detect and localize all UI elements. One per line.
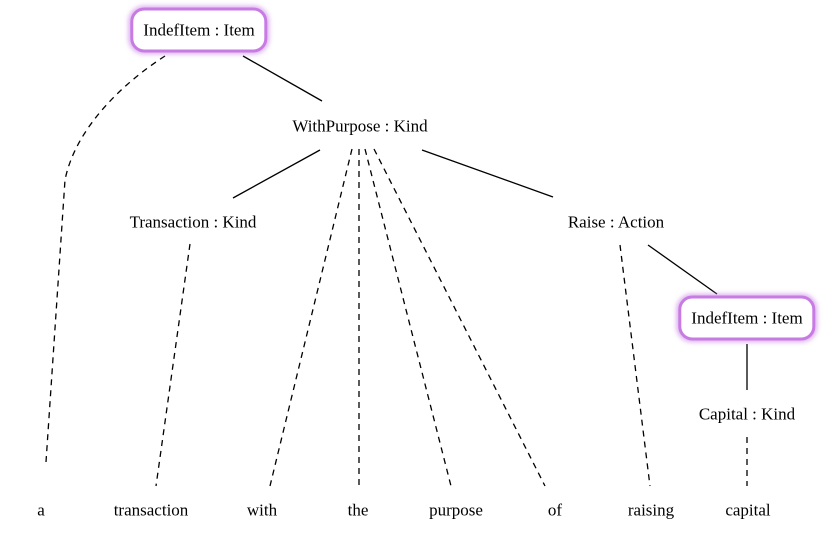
edge-withpurpose-transaction (232, 149, 321, 199)
edge-withpurpose-word-purpose (364, 148, 452, 487)
word-the: the (347, 500, 369, 520)
edge-root-word-a (45, 55, 166, 463)
node-transaction: Transaction : Kind (129, 212, 257, 232)
edge-raise-word-raising (619, 244, 651, 487)
word-of: of (547, 500, 563, 520)
edge-withpurpose-word-of (373, 148, 546, 487)
word-purpose: purpose (429, 500, 483, 520)
edge-withpurpose-word-with (269, 148, 353, 487)
node-indefitem-root: IndefItem : Item (130, 7, 268, 53)
node-raise: Raise : Action (567, 212, 665, 232)
node-indefitem-capital: IndefItem : Item (678, 295, 816, 341)
edge-raise-indefitem (647, 244, 718, 295)
word-a: a (37, 500, 45, 520)
node-capital: Capital : Kind (698, 404, 796, 424)
word-with: with (246, 500, 278, 520)
node-withpurpose: WithPurpose : Kind (292, 116, 428, 136)
edge-root-withpurpose (242, 55, 323, 102)
edge-withpurpose-raise (421, 149, 554, 198)
word-transaction: transaction (113, 500, 189, 520)
word-raising: raising (627, 500, 675, 520)
word-capital: capital (725, 500, 771, 520)
edge-transaction-word-transaction (155, 243, 191, 487)
